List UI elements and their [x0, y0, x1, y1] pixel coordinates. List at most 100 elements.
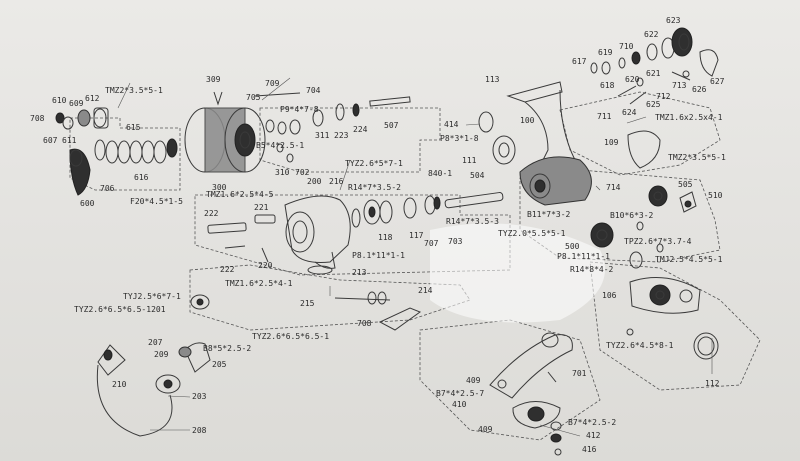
- label: 412: [586, 431, 601, 440]
- label: 626: [692, 85, 707, 94]
- label: 208: [192, 426, 207, 435]
- label: 623: [666, 16, 681, 25]
- label: 607: [43, 136, 58, 145]
- label: TYZ2.0*5.5*5-1: [498, 229, 566, 238]
- handle-arm-409-410: [489, 332, 573, 456]
- label: TYZ2.6*5*7-1: [345, 159, 403, 168]
- label: R14*7*3.5-2: [348, 183, 401, 192]
- label: R14*8*4-2: [570, 265, 614, 274]
- label: 622: [644, 30, 659, 39]
- label: P8.1*11*1-1: [352, 251, 405, 260]
- guide-bail-box: [189, 264, 471, 331]
- side-cover-109: [627, 130, 661, 169]
- reel-body-100: [478, 81, 592, 206]
- gears-505-510: [590, 185, 697, 269]
- label: 203: [192, 392, 207, 401]
- label: 709: [265, 79, 280, 88]
- label: 223: [334, 131, 349, 140]
- label: 840-1: [428, 169, 452, 178]
- label: TPZ2.6*7*3.7-4: [624, 237, 692, 246]
- label: 707: [424, 239, 439, 248]
- label: TYZ2.6*6.5*6.5-1: [252, 332, 329, 341]
- label: 619: [598, 48, 613, 57]
- label: 625: [646, 100, 661, 109]
- label: 701: [572, 369, 587, 378]
- label: 624: [622, 108, 637, 117]
- label: 706: [100, 184, 115, 193]
- label: TYZ2.6*6.5*6.5-1201: [74, 305, 166, 314]
- guide-right-bottom: [589, 261, 761, 391]
- label: 309: [206, 75, 221, 84]
- label: 612: [85, 94, 100, 103]
- label: 708: [357, 319, 372, 328]
- label: B5*4*2.5-1: [256, 141, 304, 150]
- label: 627: [710, 77, 725, 86]
- label: 416: [582, 445, 597, 454]
- label: TMZ1.6*2.5*4-5: [206, 190, 274, 199]
- label: 410: [452, 400, 467, 409]
- guide-rotor-top: [259, 107, 441, 173]
- label: 200: [307, 177, 322, 186]
- handle-knob-parts: [590, 27, 719, 105]
- label: TMJ2.5*4.5*5-1: [655, 255, 723, 264]
- label: 712: [656, 92, 671, 101]
- label: 703: [448, 237, 463, 246]
- label: TMZ1.6x2.5x4-1: [655, 113, 723, 122]
- label: 213: [352, 268, 367, 277]
- guide-right-top: [559, 91, 721, 176]
- label: 711: [597, 112, 612, 121]
- label: 100: [520, 116, 535, 125]
- label: P8.1*11*1-1: [557, 252, 610, 261]
- photo-glare: [430, 223, 605, 323]
- label: 616: [134, 173, 149, 182]
- label: 118: [378, 233, 393, 242]
- label: 618: [600, 81, 615, 90]
- label: 113: [485, 75, 500, 84]
- label: 414: [444, 120, 459, 129]
- label: 615: [126, 123, 141, 132]
- label: TYZ2.6*4.5*8-1: [606, 341, 674, 350]
- label: 205: [212, 360, 227, 369]
- label: B10*6*3-2: [610, 211, 654, 220]
- label: 409: [466, 376, 481, 385]
- label: 109: [604, 138, 619, 147]
- label: 702: [295, 168, 310, 177]
- label: 210: [112, 380, 127, 389]
- spool-300: [184, 91, 266, 173]
- label: 505: [678, 180, 693, 189]
- label: F20*4.5*1-5: [130, 197, 183, 206]
- housing-106: [626, 277, 719, 360]
- leader-lines: [117, 77, 713, 437]
- label: 311: [315, 131, 330, 140]
- label: TMZ1.6*2.5*4-1: [225, 279, 293, 288]
- label: 300: [212, 183, 227, 192]
- label: 600: [80, 199, 95, 208]
- label: B8*5*2.5-2: [203, 344, 251, 353]
- label: TMZ2*3.5*5-1: [105, 86, 163, 95]
- label: 111: [462, 156, 477, 165]
- label: 209: [154, 350, 169, 359]
- label: 409: [478, 425, 493, 434]
- guide-handle-box: [419, 319, 601, 441]
- label: 221: [254, 203, 269, 212]
- label: 224: [353, 125, 368, 134]
- label: 215: [300, 299, 315, 308]
- label: 207: [148, 338, 163, 347]
- label: 106: [602, 291, 617, 300]
- part-group-608-612: [55, 107, 109, 196]
- label: 117: [409, 231, 424, 240]
- label: 112: [705, 379, 720, 388]
- label: 704: [306, 86, 321, 95]
- label: B7*4*2.5-2: [568, 418, 616, 427]
- label: B11*7*3-2: [527, 210, 571, 219]
- label: 621: [646, 69, 661, 78]
- label: 500: [565, 242, 580, 251]
- label: 507: [384, 121, 399, 130]
- label: P8*3*1-8: [440, 134, 479, 143]
- bail-wire-assembly: [96, 294, 211, 437]
- label: 214: [418, 286, 433, 295]
- label: 222: [220, 265, 235, 274]
- part-labels: 708 610 609 612 TMZ2*3.5*5-1 607 611 615…: [30, 16, 726, 454]
